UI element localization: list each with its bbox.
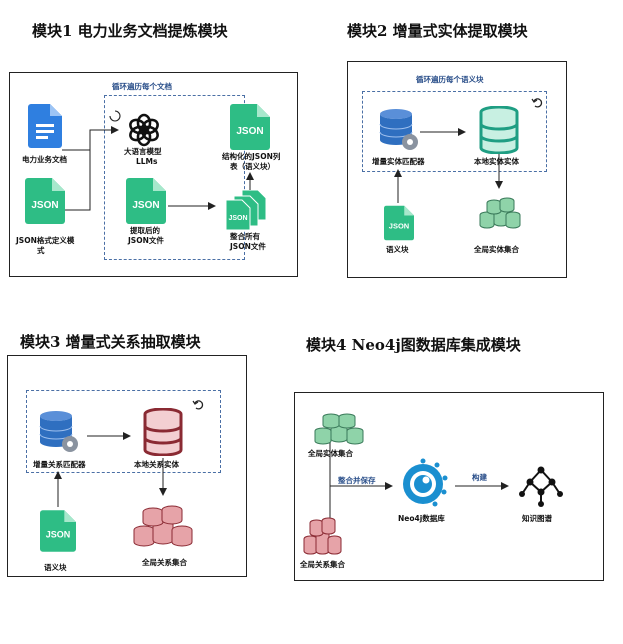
global-entity-label: 全局实体集合	[474, 245, 519, 254]
entity-matcher-icon	[379, 109, 418, 150]
local-entity-label: 本地实体实体	[474, 157, 519, 166]
llm-label-2: LLMs	[136, 157, 158, 166]
entity-matcher-label: 增量实体匹配器	[372, 157, 425, 166]
module2-loop-box	[362, 91, 547, 172]
json-badge: JSON	[46, 529, 71, 539]
global-relation-db-icon	[133, 505, 193, 547]
m4-relation-db-icon	[303, 517, 342, 555]
json-badge: JSON	[31, 200, 58, 211]
local-relation-db-icon	[143, 408, 183, 456]
merge-store-label: 整合并保存	[338, 476, 376, 485]
json-badge: JSON	[228, 215, 247, 222]
module1-title: 模块1 电力业务文档提炼模块	[32, 22, 228, 40]
json-def-label-1: JSON格式定义模	[16, 236, 75, 245]
json-def-label-2: 式	[37, 246, 45, 255]
relation-matcher-icon	[39, 411, 78, 452]
neo4j-icon	[403, 458, 448, 507]
doc-label: 电力业务文档	[22, 155, 67, 164]
knowledge-graph-icon	[519, 466, 563, 507]
json-badge: JSON	[132, 200, 159, 211]
relation-matcher-label: 增量关系匹配器	[33, 460, 86, 469]
global-relation-label: 全局关系集合	[142, 558, 187, 567]
document-icon	[28, 104, 62, 148]
llm-label-1: 大语言模型	[124, 147, 162, 156]
merged-label-1: 整合所有	[230, 232, 260, 241]
json-badge: JSON	[389, 221, 409, 230]
structured-label-2: 表（语义块）	[230, 162, 275, 171]
m4-entity-label: 全局实体集合	[308, 449, 353, 458]
local-entity-db-icon	[479, 106, 519, 154]
merged-json-stack-icon: JSON	[225, 189, 272, 234]
extracted-json-icon: JSON	[126, 178, 166, 228]
local-relation-label: 本地关系实体	[134, 460, 179, 469]
build-label: 构建	[472, 473, 487, 482]
llm-icon	[129, 113, 159, 147]
merged-label-2: JSON文件	[230, 242, 266, 251]
module2-loop-label: 循环遍历每个语义块	[416, 75, 484, 84]
json-file-icon: JSON	[25, 178, 65, 228]
neo4j-db-label: Neo4j数据库	[398, 514, 445, 523]
extracted-label-1: 提取后的	[130, 226, 160, 235]
module2-title: 模块2 增量式实体提取模块	[347, 22, 528, 40]
m2-chunk-label: 语义块	[386, 245, 409, 254]
module2-panel	[347, 61, 567, 278]
structured-json-icon: JSON	[230, 104, 270, 154]
m4-relation-label: 全局关系集合	[300, 560, 345, 569]
module3-title: 模块3 增量式关系抽取模块	[20, 333, 201, 351]
module3-loop-box	[26, 390, 221, 473]
loop-icon	[192, 400, 204, 410]
global-entity-db-icon	[479, 197, 521, 229]
m4-entity-db-icon	[314, 413, 364, 445]
extracted-label-2: JSON文件	[128, 236, 164, 245]
knowledge-graph-label: 知识图谱	[522, 514, 552, 523]
module1-loop-label: 循环遍历每个文档	[112, 82, 172, 91]
module1-loop-box	[104, 95, 245, 260]
m3-chunk-json-icon: JSON	[40, 509, 76, 557]
module4-title: 模块4 Neo4j图数据库集成模块	[306, 336, 521, 354]
structured-label-1: 结构化的JSON列	[222, 152, 281, 161]
m3-chunk-label: 语义块	[44, 563, 67, 572]
semantic-chunk-json-icon: JSON	[384, 205, 414, 245]
json-badge: JSON	[236, 126, 263, 137]
loop-icon	[531, 98, 543, 108]
